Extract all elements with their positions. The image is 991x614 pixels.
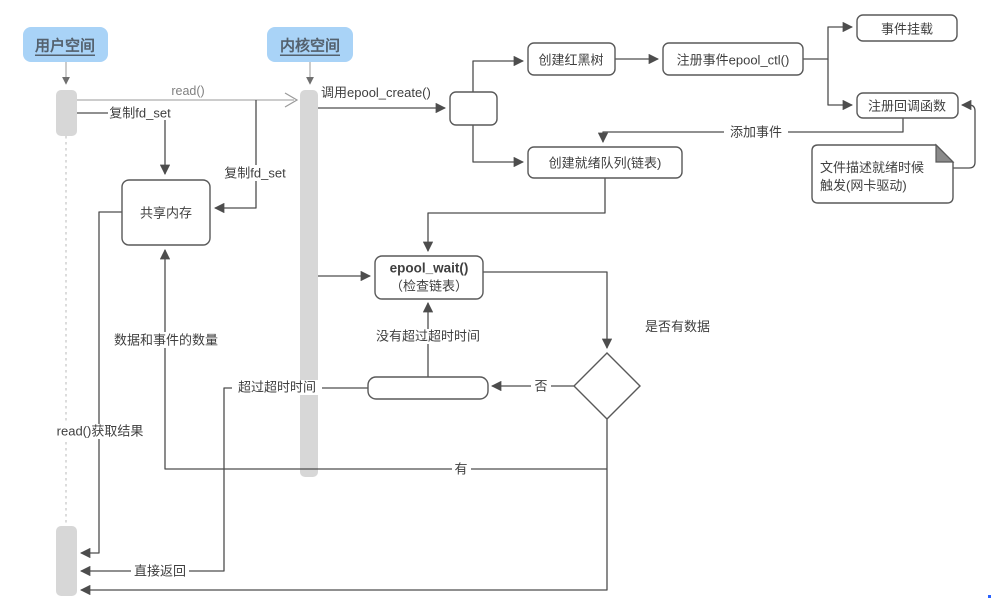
edge-wait-to-decision: [483, 271, 613, 350]
node-decision-diamond: [573, 352, 641, 420]
node-event-mount-label: 事件挂载: [881, 22, 933, 37]
labelbg-no-timeout: [372, 329, 484, 344]
node-epool-wait-line2: （检查链表）: [390, 279, 468, 294]
read-open-arrowhead: [284, 92, 299, 108]
edge-copy-fdset-user: [77, 112, 171, 176]
node-epool-wait-box: [374, 255, 484, 300]
labelbg-copy-fdset-kernel: [222, 165, 288, 181]
label-copy-fdset-kernel: 复制fd_set: [224, 166, 286, 181]
node-register-event-box: [662, 42, 804, 76]
node-anchor-box: [449, 91, 498, 126]
node-timeout-empty-box: [367, 376, 489, 400]
node-register-event: 注册事件epool_ctl(): [662, 42, 804, 76]
lane-kernel: 内核空间: [267, 27, 353, 62]
edge-register-to-callback: [827, 59, 854, 111]
node-ready-queue-box: [527, 146, 683, 179]
user-activation-bar-top: [56, 90, 77, 136]
label-has-data-question: 是否有数据: [645, 319, 710, 334]
labelbg-no: [531, 379, 551, 394]
label-copy-fdset-user: 复制fd_set: [109, 106, 171, 121]
edge-note-to-callback: [953, 99, 976, 169]
node-register-event-label: 注册事件epool_ctl(): [677, 53, 790, 68]
node-register-callback-label: 注册回调函数: [868, 99, 946, 114]
label-data-event-count: 数据和事件的数量: [114, 333, 218, 348]
lane-kernel-box: [267, 27, 353, 62]
label-no: 否: [534, 379, 547, 394]
node-note-fd-ready: 文件描述就绪时候 触发(网卡驱动): [811, 143, 955, 204]
labelbg-timeout: [232, 380, 322, 395]
labelbg-data-event-count: [110, 332, 222, 348]
label-read: read(): [171, 84, 204, 98]
lane-user: 用户空间: [23, 27, 108, 62]
node-event-mount-box: [856, 14, 958, 42]
edge-copy-fdset-kernel: [213, 100, 257, 214]
node-note-line1: 文件描述就绪时候: [820, 160, 924, 175]
kernel-activation-bar: [300, 90, 318, 477]
label-no-timeout: 没有超过超时时间: [376, 329, 480, 344]
lane-user-box: [23, 27, 108, 62]
labelbg-direct-return: [131, 564, 189, 579]
label-add-event: 添加事件: [730, 125, 782, 140]
node-shared-memory-label: 共享内存: [140, 206, 192, 221]
label-yes: 有: [454, 462, 467, 477]
node-shared-memory: 共享内存: [121, 179, 211, 246]
node-create-rbtree-box: [527, 42, 616, 76]
note-folded-corner: [935, 143, 955, 163]
node-event-mount: 事件挂载: [856, 14, 958, 42]
label-timeout: 超过超时时间: [238, 380, 316, 395]
node-ready-queue-label: 创建就绪队列(链表): [549, 156, 662, 171]
label-call-epool-create: 调用epool_create(): [321, 85, 431, 100]
labelbg-copy-fdset-user: [108, 105, 172, 120]
node-register-callback-box: [856, 92, 959, 119]
edge-labels: read() 复制fd_set 复制fd_set 调用epool_create(…: [52, 84, 788, 579]
label-direct-return: 直接返回: [134, 564, 186, 579]
edge-anchor-to-rbtree: [472, 55, 525, 92]
node-create-rbtree-label: 创建红黑树: [538, 53, 603, 68]
node-epool-wait: epool_wait() （检查链表）: [374, 255, 484, 300]
node-shared-memory-box: [121, 179, 211, 246]
edge-register-to-mount: [803, 21, 854, 60]
edge-shared-memory-to-user: [79, 211, 122, 559]
cursor-artifact-dot: [988, 595, 991, 598]
lane-kernel-label: 内核空间: [280, 37, 340, 55]
node-ready-queue: 创建就绪队列(链表): [527, 146, 683, 179]
edge-decision-bottom-return: [79, 419, 608, 596]
labelbg-add-event: [724, 125, 788, 139]
user-activation-bar-bottom: [56, 526, 77, 596]
node-epool-wait-line1: epool_wait(): [390, 261, 469, 276]
node-note-line2: 触发(网卡驱动): [820, 178, 907, 193]
labelbg-read-result: [52, 424, 148, 439]
node-create-rbtree: 创建红黑树: [527, 42, 616, 76]
node-register-callback: 注册回调函数: [856, 92, 959, 119]
labelbg-yes: [452, 462, 471, 477]
edge-timeout-direct-return: [79, 387, 368, 577]
edge-ready-queue-to-wait: [422, 178, 606, 253]
lane-user-label: 用户空间: [35, 37, 95, 55]
label-read-result: read()获取结果: [57, 424, 144, 439]
edge-anchor-to-ready-queue: [472, 125, 525, 168]
node-note-box: [811, 144, 954, 204]
